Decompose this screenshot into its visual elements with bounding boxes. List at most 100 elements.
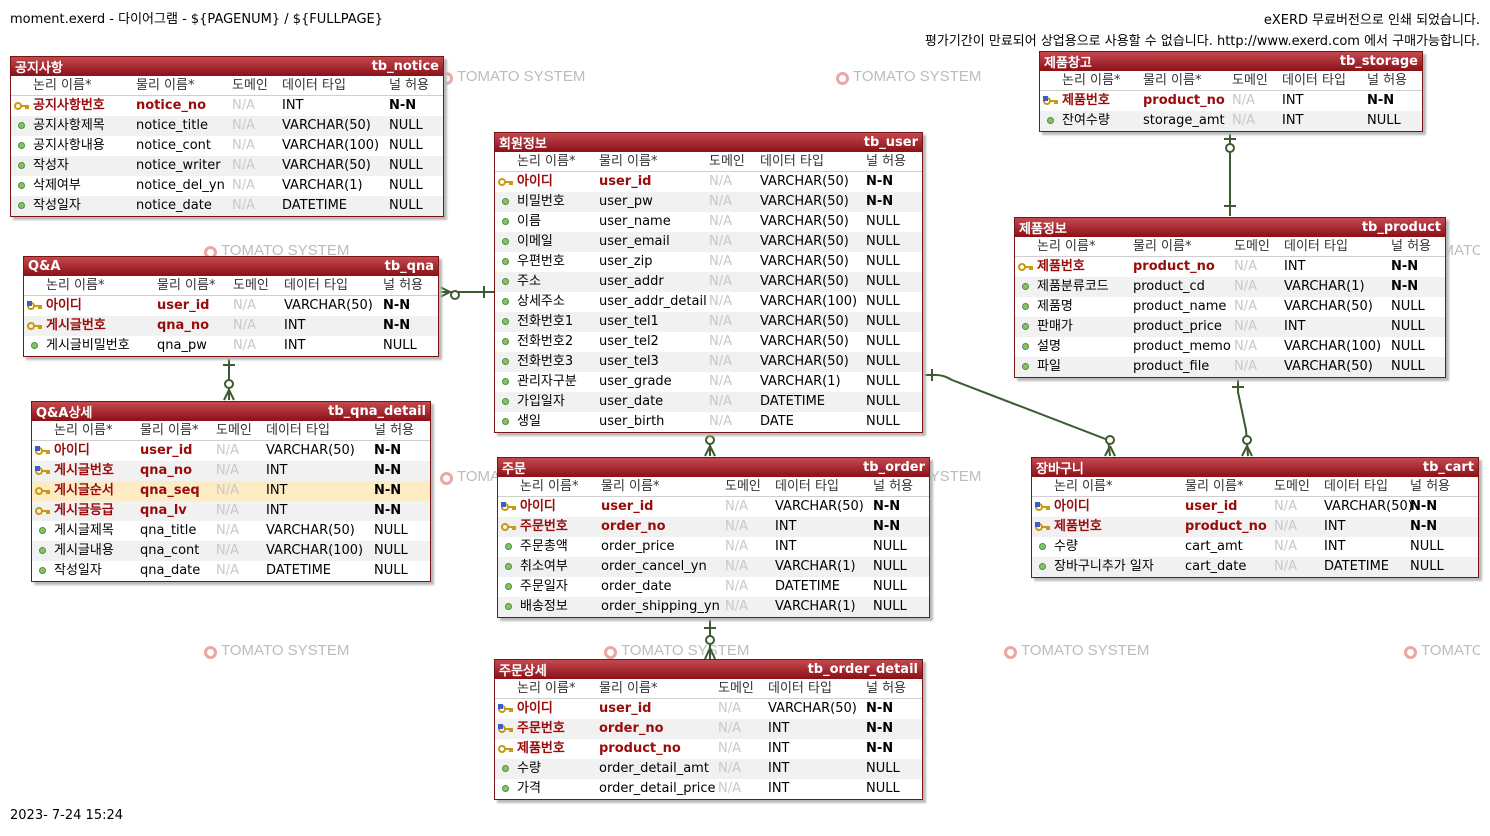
attribute-physical-name: qna_lv: [140, 503, 187, 518]
attribute-logical-name: 이름: [517, 214, 541, 229]
attribute-logical-name: 수량: [1054, 539, 1078, 554]
attribute-physical-name: user_name: [599, 214, 671, 229]
attribute-logical-name: 삭제여부: [33, 178, 81, 193]
attribute-data-type: VARCHAR(50): [282, 158, 371, 173]
attribute-domain: N/A: [1232, 113, 1255, 128]
attribute-physical-name: user_pw: [599, 194, 653, 209]
attribute-icon: [24, 336, 44, 356]
attribute-domain: N/A: [725, 579, 748, 594]
attribute-logical-name: 게시글번호: [54, 463, 114, 478]
attribute-nullable: NULL: [873, 599, 907, 614]
attribute-physical-name: user_id: [140, 443, 193, 458]
attribute-logical-name: 비밀번호: [517, 194, 565, 209]
attribute-nullable: N-N: [374, 483, 402, 498]
attribute-data-type: VARCHAR(50): [775, 499, 864, 514]
attribute-data-type: INT: [768, 741, 790, 756]
key-icon: [498, 517, 518, 537]
attribute-domain: N/A: [709, 214, 732, 229]
attribute-icon: [1015, 297, 1035, 317]
attribute-icon: [1015, 337, 1035, 357]
attribute-logical-name: 공지사항내용: [33, 138, 105, 153]
attribute-logical-name: 생일: [517, 414, 541, 429]
attribute-logical-name: 취소여부: [520, 559, 568, 574]
attribute-data-type: VARCHAR(50): [760, 274, 849, 289]
attribute-domain: N/A: [718, 761, 741, 776]
attribute-physical-name: user_id: [599, 174, 652, 189]
column-header-datatype: 데이터 타입: [768, 681, 832, 696]
attribute-data-type: DATETIME: [775, 579, 841, 594]
attribute-data-type: INT: [1324, 539, 1346, 554]
